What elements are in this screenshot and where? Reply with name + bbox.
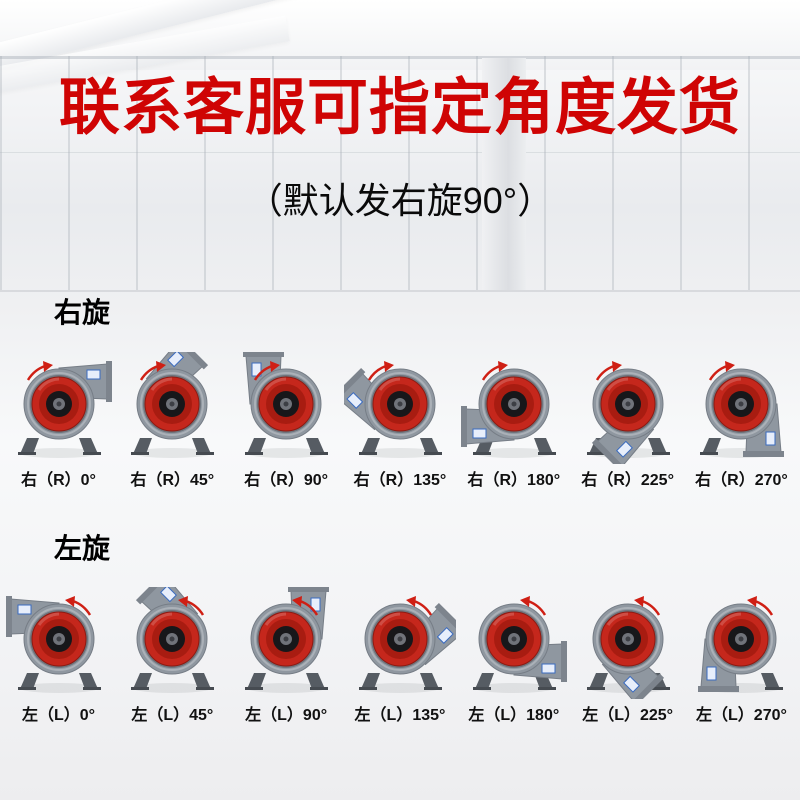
section-right: 右旋右（R）0°右（R）45°右（R）90°右（R）135°右（R）180°右（… (0, 296, 800, 490)
fan-image (5, 596, 101, 694)
fan-cell: 右（R）45° (116, 351, 229, 490)
fan-image (245, 587, 330, 694)
fan-cell: 左（L）0° (2, 587, 115, 725)
pillar (482, 58, 526, 290)
fan-cell: 左（L）270° (685, 587, 798, 725)
fan-angle-label: 右（R）90° (244, 471, 329, 489)
fan-angle-label: 右（R）180° (467, 471, 561, 489)
fan-image (698, 596, 784, 694)
fan-angle-label: 左（L）135° (354, 707, 446, 725)
fan-cell: 左（L）180° (457, 587, 570, 725)
fan-angle-label: 右（R）225° (581, 471, 674, 489)
section-label-left: 左旋 (54, 532, 111, 564)
fan-row-left: 左（L）0° 左（L）45° 左（L）90° 左（L）135° 左（L）180° 左（L）… (0, 587, 800, 725)
headline: 联系客服可指定角度发货 (58, 73, 741, 141)
fan-angle-label: 左（L）90° (245, 707, 328, 725)
floor-edge (0, 290, 800, 292)
fan-image (131, 587, 215, 694)
fan-image (700, 360, 785, 458)
fan-cell: 右（R）135° (343, 352, 456, 490)
fan-image (460, 360, 556, 458)
fan-cell: 右（R）225° (571, 352, 684, 490)
subheadline: （默认发右旋90°） (246, 180, 554, 221)
fan-angle-label: 左（L）225° (582, 707, 674, 725)
fan-sections: 右旋右（R）0°右（R）45°右（R）90°右（R）135°右（R）180°右（… (0, 296, 800, 725)
fan-angle-label: 右（R）0° (21, 471, 96, 489)
fan-angle-label: 左（L）0° (21, 707, 96, 725)
fan-cell: 右（R）0° (2, 352, 115, 490)
fan-cell: 右（R）180° (457, 352, 570, 490)
fan-image (243, 351, 329, 458)
glass-wall (0, 56, 800, 290)
fan-angle-label: 左（L）270° (696, 707, 787, 725)
fan-cell: 左（L）90° (230, 587, 343, 725)
fan-angle-label: 右（R）270° (695, 471, 788, 489)
fan-image (343, 360, 442, 458)
fan-cell: 左（L）225° (571, 587, 684, 725)
fan-image (586, 360, 670, 464)
fan-row-right: 右（R）0° 右（R）45° 右（R）90° 右（R）135° 右（R）180° 右（R）… (0, 351, 800, 490)
glass-frame-mid (0, 152, 800, 153)
fan-image (17, 360, 112, 458)
fan-cell: 左（L）135° (343, 587, 456, 725)
fan-image (358, 596, 456, 694)
fan-cell: 右（R）270° (685, 352, 798, 490)
fan-image (586, 596, 670, 700)
fan-angle-label: 左（L）180° (468, 707, 560, 725)
section-label-right: 右旋 (54, 297, 111, 328)
fan-image (131, 351, 215, 458)
fan-angle-label: 左（L）45° (131, 707, 214, 725)
fan-image (472, 596, 567, 694)
fan-angle-label: 右（R）45° (130, 471, 215, 489)
fan-cell: 左（L）45° (116, 587, 229, 725)
section-left: 左旋左（L）0°左（L）45°左（L）90°左（L）135°左（L）180°左（… (0, 532, 800, 726)
fan-angle-label: 右（R）135° (353, 471, 447, 489)
glass-frame-top (0, 56, 800, 59)
fan-cell: 右（R）90° (230, 351, 343, 490)
